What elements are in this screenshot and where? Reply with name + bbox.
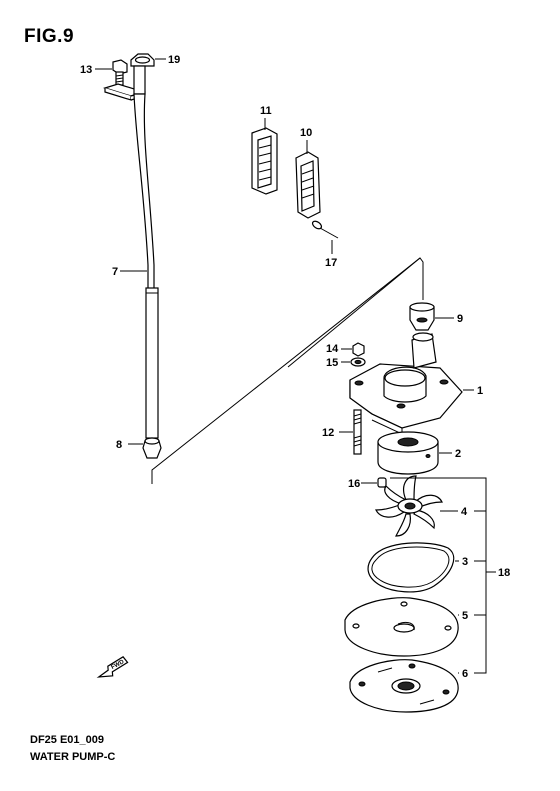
callout-4: 4 [461, 506, 468, 518]
callout-17: 17 [325, 257, 337, 269]
part-2-liner [377, 431, 439, 475]
callout-11: 11 [260, 105, 272, 117]
part-6-gasket [349, 659, 459, 713]
part-15-washer [350, 357, 366, 367]
callout-14: 14 [326, 343, 339, 355]
part-5-plate [344, 597, 459, 657]
callout-8: 8 [116, 439, 122, 451]
callout-19: 19 [168, 54, 180, 66]
callout-2: 2 [455, 448, 461, 460]
part-18-bracket [390, 477, 496, 674]
part-16-key [377, 477, 387, 488]
fwd-arrow-icon: FWD [96, 656, 129, 678]
callout-5: 5 [462, 610, 468, 622]
callout-15: 15 [326, 357, 338, 369]
part-14-nut [352, 342, 365, 357]
callout-9: 9 [457, 313, 463, 325]
part-1-pump-case [349, 332, 463, 435]
part-11-cover [251, 127, 278, 195]
part-19-cap [130, 53, 155, 67]
part-12-stud [353, 409, 362, 455]
callout-12: 12 [322, 427, 334, 439]
part-9-grommet [409, 302, 435, 331]
callout-6: 6 [462, 668, 468, 680]
callout-7: 7 [112, 266, 118, 278]
part-13-bolt [112, 59, 128, 86]
part-3-gasket [367, 542, 455, 593]
part-17-screw [311, 220, 339, 239]
callout-1: 1 [477, 385, 483, 397]
part-8-grommet [142, 437, 162, 459]
part-4-impeller [375, 475, 443, 537]
figure-title: FIG.9 [24, 26, 75, 47]
callout-3: 3 [462, 556, 468, 568]
model-code: DF25 E01_009 [30, 734, 104, 746]
part-7-tube [102, 65, 159, 439]
callout-10: 10 [300, 127, 312, 139]
callout-13: 13 [80, 64, 92, 76]
callout-18: 18 [498, 567, 510, 579]
part-10-cover [295, 151, 321, 219]
callout-16: 16 [348, 478, 360, 490]
section-name: WATER PUMP-C [30, 751, 116, 763]
